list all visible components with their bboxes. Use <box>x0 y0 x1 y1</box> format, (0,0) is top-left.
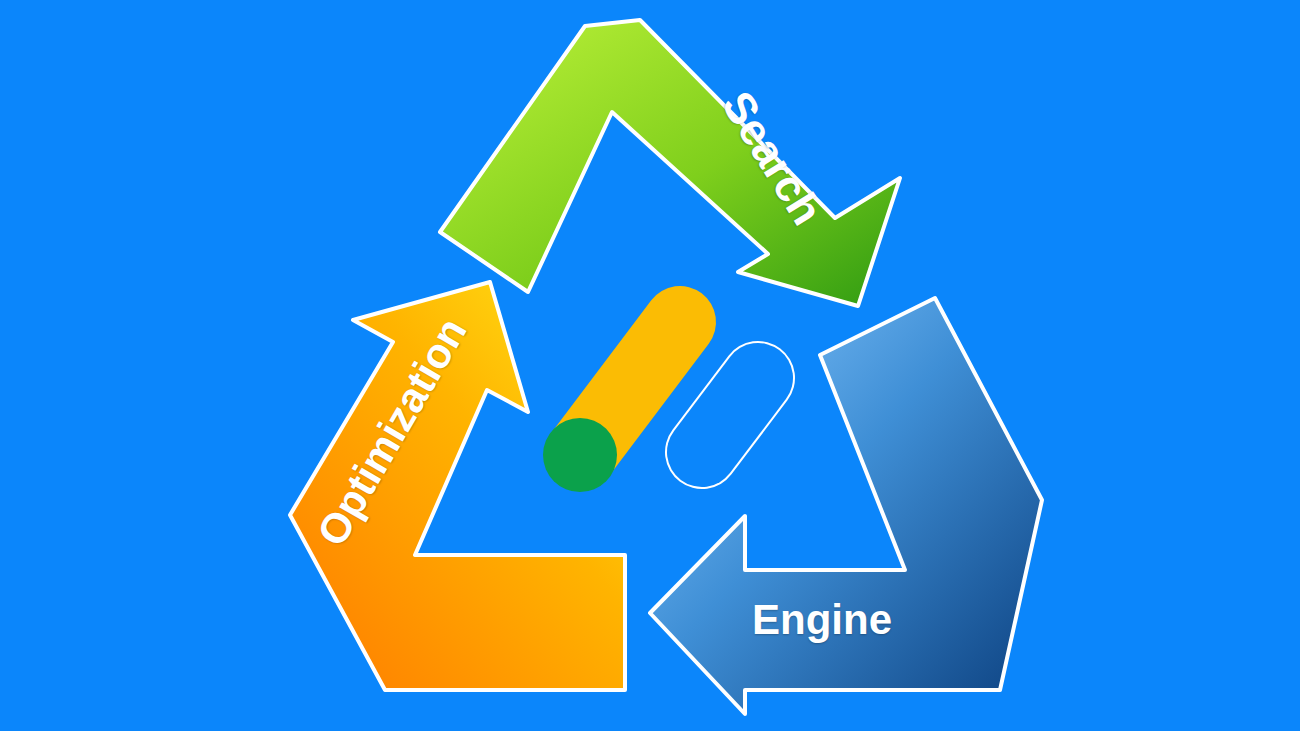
cycle-arrow: Search <box>430 12 910 317</box>
arrow-band <box>440 20 900 306</box>
logo-outline-fill <box>702 378 758 452</box>
cycle-arrow: Optimization <box>280 270 635 700</box>
arrow-band <box>650 298 1042 714</box>
arrow-shape <box>430 12 910 317</box>
cycle-arrow: Engine <box>640 290 1050 720</box>
logo-outline-bar <box>702 378 758 452</box>
arrow-label: Engine <box>752 599 892 641</box>
arrow-band <box>290 282 625 690</box>
arrow-shape <box>640 290 1050 720</box>
logo-green-dot <box>543 418 617 492</box>
